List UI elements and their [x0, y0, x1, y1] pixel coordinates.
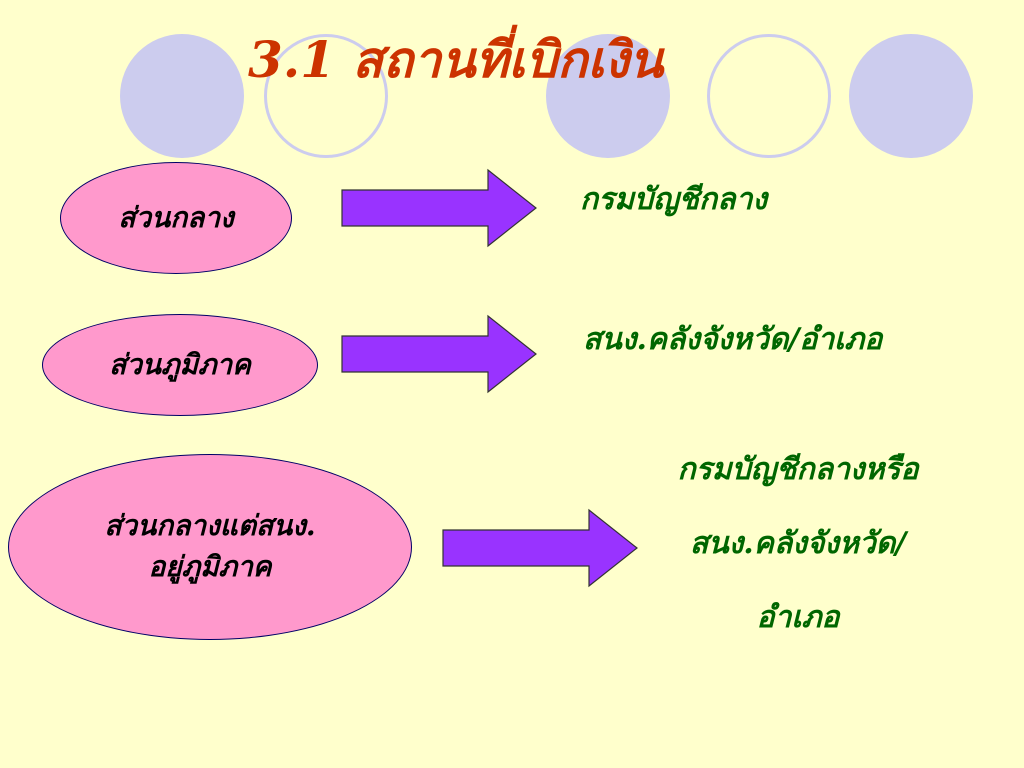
source-label-stack: ส่วนกลางแต่สนง. อยู่ภูมิภาค	[104, 506, 315, 587]
right-arrow-icon	[442, 508, 638, 588]
source-label: ส่วนภูมิภาค	[109, 347, 251, 381]
right-arrow-icon	[341, 168, 537, 248]
decorative-circle-ring	[264, 34, 388, 158]
source-label-line: อยู่ภูมิภาค	[148, 550, 272, 583]
destination-label-line: กรมบัญชีกลางหรือ	[677, 452, 919, 487]
destination-label: กรมบัญชีกลาง	[580, 182, 768, 217]
decorative-circle-filled	[120, 34, 244, 158]
source-ellipse-central-in-region: ส่วนกลางแต่สนง. อยู่ภูมิภาค	[8, 454, 412, 640]
source-ellipse-central: ส่วนกลาง	[60, 162, 292, 274]
destination-label-line: อำเภอ	[756, 600, 840, 635]
source-label: ส่วนกลาง	[118, 200, 234, 234]
right-arrow-icon	[341, 314, 537, 394]
source-ellipse-regional: ส่วนภูมิภาค	[42, 314, 318, 416]
destination-label-stack: กรมบัญชีกลางหรือ สนง.คลังจังหวัด/ อำเภอ	[648, 452, 948, 637]
destination-label-line: สนง.คลังจังหวัด/	[689, 526, 907, 561]
slide-title: 3.1 สถานที่เบิกเงิน	[248, 30, 664, 89]
decorative-circle-filled	[546, 34, 670, 158]
decorative-circle-filled	[849, 34, 973, 158]
decorative-circle-ring	[707, 34, 831, 158]
destination-label: สนง.คลังจังหวัด/อำเภอ	[583, 322, 883, 357]
source-label-line: ส่วนกลางแต่สนง.	[104, 509, 316, 543]
